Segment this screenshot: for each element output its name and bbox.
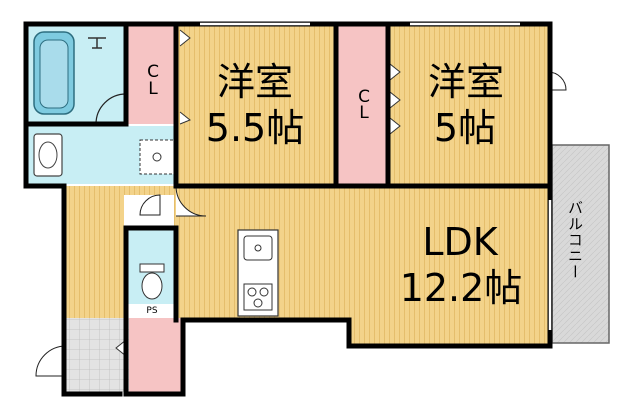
toilet-bowl	[141, 272, 163, 300]
hallway-left-floor	[66, 195, 124, 318]
entrance-floor	[66, 318, 129, 392]
kitchen-sink	[243, 235, 273, 261]
western-room-2-floor	[386, 26, 548, 184]
closet-2-floor	[338, 26, 386, 184]
closet-1-label-c: C	[147, 62, 159, 82]
burner-3	[253, 298, 263, 308]
ldk-size: 12.2帖	[399, 266, 523, 310]
western-room-2-size: 5帖	[433, 106, 497, 150]
bathtub-inner	[39, 39, 69, 109]
entrance-door-swing	[35, 345, 67, 377]
sink-drain	[254, 244, 262, 252]
window-frames	[200, 21, 553, 330]
western-room-1-size: 5.5帖	[205, 106, 305, 150]
ldk-name: LDK	[422, 220, 498, 264]
closet-2-door-marks	[389, 63, 401, 135]
shower-icon	[88, 37, 106, 49]
drain-icon	[152, 152, 162, 162]
closet-2-label-l: L	[359, 103, 369, 123]
toilet-tank	[139, 263, 165, 273]
hall-door-swing-1	[139, 194, 161, 216]
windows	[200, 22, 552, 330]
walls	[23, 21, 553, 397]
western-room-2-name: 洋室	[427, 60, 504, 104]
bath-door	[95, 93, 127, 125]
burner-2	[259, 287, 269, 297]
western-room-1-floor	[176, 26, 334, 184]
stove	[243, 283, 273, 311]
ps-space	[128, 304, 174, 318]
balcony-area	[551, 144, 610, 344]
burner-1	[247, 287, 257, 297]
entrance-closet-floor	[129, 318, 181, 392]
washing-machine-pan	[139, 139, 175, 175]
closet-1-label-l: L	[148, 79, 158, 99]
western-room-1-name: 洋室	[216, 60, 293, 104]
closet-2-label-c: C	[358, 87, 370, 107]
closet-1-floor	[128, 26, 176, 124]
hall-door-swing-2	[175, 185, 207, 217]
ps-label: PS	[146, 306, 158, 316]
closet-1-door-marks	[179, 29, 191, 125]
washbasin-bowl	[38, 141, 58, 169]
balcony-label: バルコニー	[566, 200, 584, 280]
